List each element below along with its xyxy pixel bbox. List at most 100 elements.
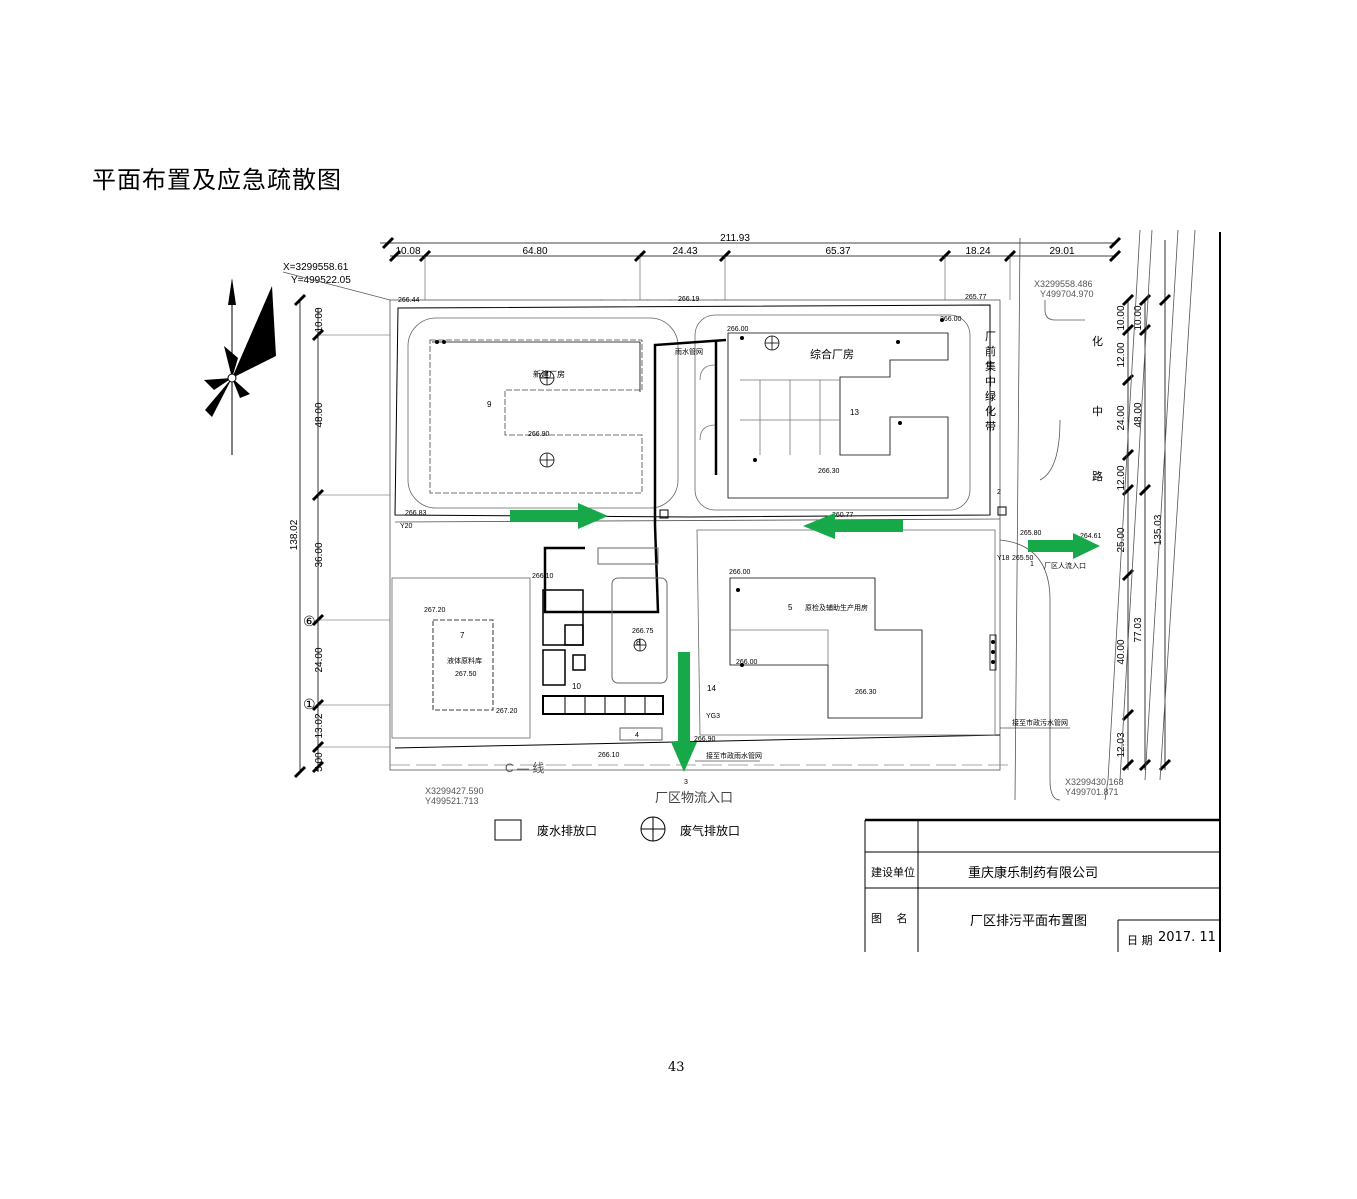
building-4-number: 4: [635, 732, 639, 739]
legend: 废水排放口 废气排放口: [494, 816, 740, 842]
building-14-number: 14: [707, 684, 716, 693]
coord-ne-x: X3299558.486: [1034, 279, 1093, 289]
building-5: [696, 529, 996, 736]
road-char-1: 化: [1092, 334, 1103, 348]
elevation: 266.00: [736, 659, 758, 666]
elevation: 266.10: [598, 752, 620, 759]
left-dim-1: 10.00: [314, 307, 325, 332]
building-13: [694, 314, 971, 511]
right-outer-dim-1: 10.00: [1133, 305, 1144, 330]
top-dim-2: 64.80: [522, 246, 547, 257]
right-inner-dim-5: 25.00: [1116, 527, 1127, 552]
elevation: 266.75: [632, 628, 654, 635]
title-block-unit-value: 重庆康乐制药有限公司: [968, 866, 1099, 881]
building-7-number: 7: [460, 631, 465, 640]
coord-nw-y: Y=499522.05: [291, 275, 351, 286]
label-yg3: YG3: [706, 713, 720, 720]
axis-mark-6: ⑥: [303, 613, 316, 629]
elevation: 267.50: [455, 671, 477, 678]
top-dim-3: 24.43: [672, 246, 697, 257]
evac-arrow-west: [803, 513, 903, 539]
title-block-date-label: 日 期: [1127, 934, 1153, 947]
road-char-3: 路: [1092, 470, 1103, 483]
left-dim-4: 24.00: [314, 647, 325, 672]
outlet-markers: [989, 634, 997, 671]
page-number: 43: [668, 1060, 685, 1075]
gate-3-number: 3: [684, 779, 688, 786]
gate-1-number: 1: [1030, 561, 1034, 568]
evac-arrow-east-1: [510, 503, 608, 529]
elevation: 266.30: [818, 468, 840, 475]
exhaust-outlet-icon: [539, 370, 555, 468]
right-inner-dim-3: 24.00: [1116, 405, 1127, 430]
elevation: 267.20: [424, 607, 446, 614]
title-block-date-value: 2017. 11: [1158, 930, 1216, 945]
right-inner-dim-1: 10.00: [1116, 305, 1127, 330]
top-dim-total: 211.93: [720, 233, 750, 244]
left-dim-total: 138.02: [289, 519, 300, 550]
title-block-drawing-label: 图 名: [871, 912, 908, 925]
elevation: 260.77: [832, 512, 854, 519]
elevation: 266.90: [694, 736, 716, 743]
logistics-entrance-label: 厂区物流入口: [655, 790, 733, 805]
evac-arrow-east-2: [1028, 533, 1100, 559]
left-dim-2: 48.00: [314, 402, 325, 427]
elevation: 266.44: [398, 297, 420, 304]
left-dimensions: 138.02 10.00 48.00 36.00 24.00 13.02 5.0…: [289, 293, 390, 779]
elevation: 267.20: [496, 708, 518, 715]
coord-nw-x: X=3299558.61: [283, 262, 349, 273]
title-block-drawing-value: 厂区排污平面布置图: [970, 914, 1088, 929]
left-dim-5: 13.02: [314, 713, 325, 738]
top-dim-5: 18.24: [965, 246, 990, 257]
coord-se-x: X3299430.168: [1065, 777, 1124, 787]
legend-wastewater: 废水排放口: [537, 823, 597, 838]
elevation: 264.61: [1080, 533, 1102, 540]
elevation: 266.00: [727, 326, 749, 333]
right-inner-dim-6: 40.00: [1116, 639, 1127, 664]
red-line-label: C — 线: [505, 761, 544, 775]
greenbelt-label: 厂前集 中绿化带: [985, 331, 999, 433]
building-9-name: 新建厂房: [533, 369, 565, 379]
building-13-name: 综合厂房: [810, 347, 854, 361]
building-8-number: 8: [636, 638, 641, 647]
right-inner-dim-4: 12.00: [1116, 465, 1127, 490]
title-block-unit-label: 建设单位: [871, 866, 915, 879]
right-dimensions: 10.00 12.00 24.00 12.00 25.00 40.00 12.0…: [1116, 240, 1172, 772]
building-7: [391, 577, 531, 739]
evacuation-arrows: [510, 503, 1100, 772]
right-outer-dim-3: 77.03: [1133, 617, 1144, 642]
road-huazhong: [999, 229, 1196, 801]
building-9: [407, 317, 679, 509]
wastewater-outlet-icon: [494, 819, 522, 841]
page-title: 平面布置及应急疏散图: [92, 166, 342, 194]
right-inner-dim-2: 12.00: [1116, 342, 1127, 367]
building-5-number: 5: [788, 603, 793, 612]
elevation: 266.30: [855, 689, 877, 696]
coord-ne-y: Y499704.970: [1040, 289, 1094, 299]
right-total-dim: 135.03: [1153, 514, 1164, 545]
sewer-note: 接至市政污水管网: [1012, 718, 1068, 727]
elevation: 265.50: [1012, 555, 1034, 562]
building-13-number: 13: [850, 408, 859, 417]
rain-pipe-label: 雨水管网: [675, 347, 703, 356]
left-dim-3: 36.00: [314, 542, 325, 567]
top-dimensions: 211.93 10.08 64.80 24.43 65.37 18.24 29.…: [380, 233, 1122, 300]
rain-pipe: [543, 338, 727, 614]
elevation: 266.19: [678, 296, 700, 303]
building-9-number: 9: [487, 400, 492, 409]
elevation-labels: 266.44 266.19 265.77 266.00 266.90 266.0…: [398, 294, 1102, 759]
site-boundary: [389, 299, 1010, 771]
top-dim-1: 10.08: [395, 246, 420, 257]
right-inner-dim-7: 12.03: [1116, 732, 1127, 757]
label-y20: Y20: [400, 523, 413, 530]
elevation: 266.00: [940, 316, 962, 323]
elevation: 266.83: [405, 510, 427, 517]
coord-sw-x: X3299427.590: [425, 786, 484, 796]
coord-se-y: Y499701.871: [1065, 787, 1119, 797]
elevation: 265.77: [965, 294, 987, 301]
exhaust-outlet-icon: [764, 335, 780, 351]
left-dim-6: 5.00: [314, 752, 325, 772]
right-outer-dim-2: 48.00: [1133, 402, 1144, 427]
evac-arrow-south: [671, 652, 697, 772]
